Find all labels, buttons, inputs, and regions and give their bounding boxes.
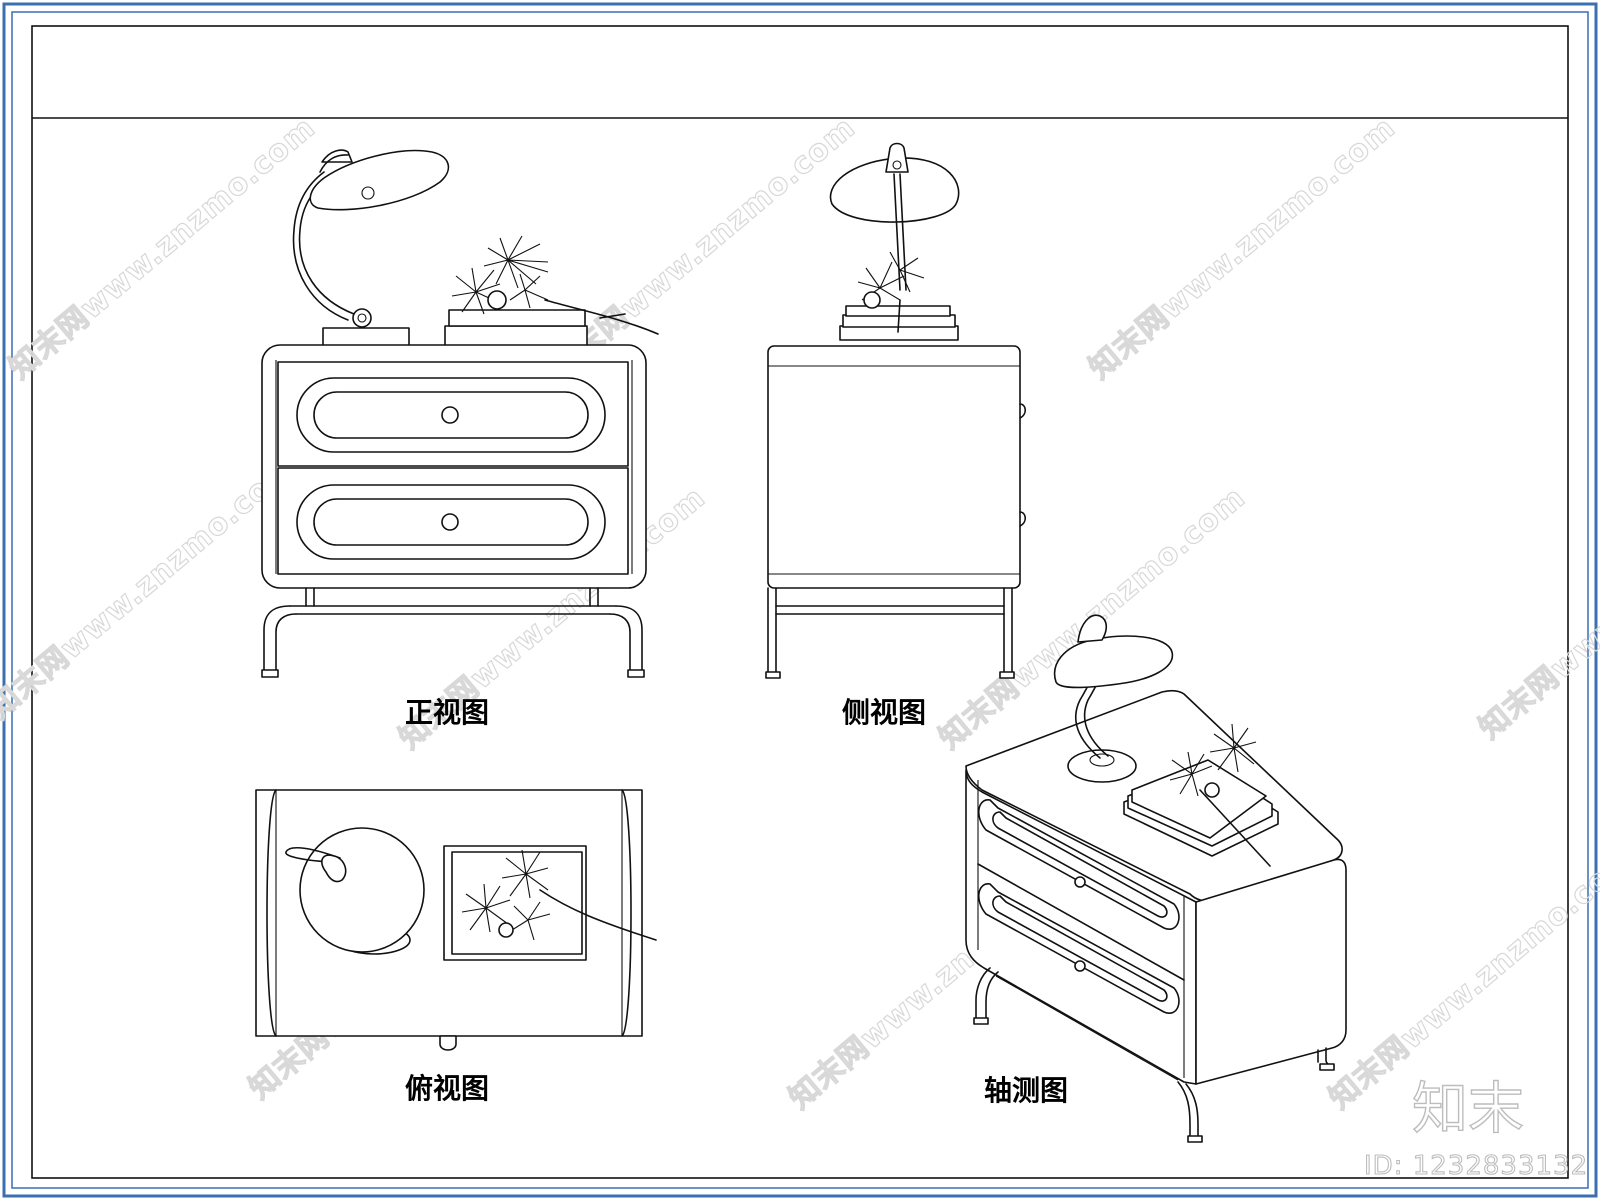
watermark-layer: 知末网www.znzmo.com 知末网www.znzmo.com 知末网www… bbox=[0, 109, 1600, 1116]
books-side bbox=[839, 251, 959, 341]
legs-front bbox=[261, 587, 645, 678]
watermark-text: 知末网www.znzmo.com bbox=[0, 450, 302, 726]
asset-id-text: ID: 1232833132 bbox=[1364, 1151, 1588, 1181]
brand-watermark: 知末 ID: 1232833132 bbox=[1363, 1076, 1588, 1181]
book-top bbox=[443, 845, 657, 961]
watermark-text: 知末网www.znzmo.com bbox=[1473, 470, 1600, 746]
axonometric-view: 轴测图 bbox=[965, 614, 1347, 1143]
front-view-label: 正视图 bbox=[405, 696, 489, 729]
watermark-text: 知末网www.znzmo.com bbox=[3, 110, 323, 386]
nightstand-side bbox=[767, 345, 1027, 589]
books-axonometric bbox=[1123, 723, 1279, 867]
flower-sprig bbox=[451, 235, 549, 315]
lamp-front bbox=[292, 149, 450, 347]
legs-side bbox=[765, 587, 1015, 679]
lamp-axonometric bbox=[1053, 614, 1174, 783]
lamp-side bbox=[829, 142, 960, 291]
brand-logo-text: 知末 bbox=[1412, 1077, 1524, 1142]
top-view-label: 俯视图 bbox=[405, 1072, 489, 1105]
book-with-flowers-front bbox=[444, 235, 659, 347]
watermark-text: 知末网www.znzmo.com bbox=[1083, 110, 1403, 386]
lamp-top bbox=[285, 827, 425, 955]
nightstand-front bbox=[261, 344, 647, 589]
top-view: 俯视图 bbox=[255, 789, 657, 1105]
side-view-label: 侧视图 bbox=[842, 696, 926, 729]
watermark-text: 知末网www.znzmo.com bbox=[1323, 840, 1600, 1116]
side-view: 侧视图 bbox=[765, 142, 1027, 729]
axonometric-view-label: 轴测图 bbox=[984, 1074, 1068, 1107]
front-view: 正视图 bbox=[261, 149, 659, 729]
